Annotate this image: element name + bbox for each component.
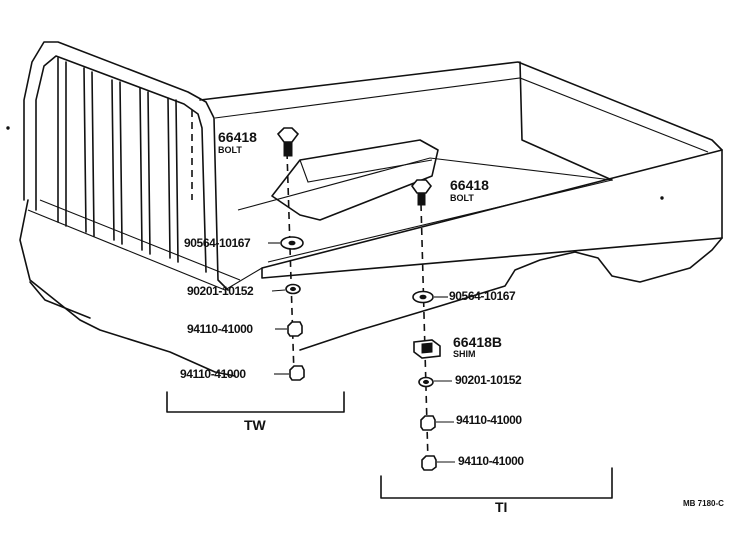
bed-right-corner [519, 61, 613, 181]
ti-lock-washer-part-number: 90201-10152 [455, 373, 522, 387]
ti-shim-part-number: 66418B [453, 334, 502, 350]
tw-centerline [286, 151, 295, 376]
bed-floor-line [237, 157, 613, 263]
bed-right-side [261, 149, 723, 279]
tw-nut-lower [289, 365, 305, 381]
tw-bolt [276, 127, 300, 157]
rack-outer-frame [23, 41, 229, 291]
tw-lock-washer-part-number: 90201-10152 [187, 284, 254, 298]
tw-nut-upper-part-number: 94110-41000 [187, 322, 253, 336]
tw-nut-upper [287, 321, 303, 337]
ti-shim [413, 339, 441, 359]
bed-left-side [19, 199, 236, 377]
ti-shim-label: SHIM [453, 349, 476, 359]
ti-nut-lower [421, 455, 437, 471]
speck [6, 126, 10, 130]
wheel-housing [271, 139, 439, 221]
bed-left-inner [27, 209, 263, 291]
ti-washer-part-number: 90564-10167 [449, 289, 516, 303]
wheel-housing-ridge [299, 159, 433, 183]
headboard-rack [23, 41, 229, 291]
ti-bolt-label: BOLT [450, 193, 474, 203]
ti-bolt-part-number: 66418 [450, 177, 489, 193]
rack-bars [57, 57, 179, 263]
ti-nut-upper-part-number: 94110-41000 [456, 413, 522, 427]
bed-right-lower [299, 237, 723, 351]
tw-bolt-part-number: 66418 [218, 129, 257, 145]
ti-nut-lower-part-number: 94110-41000 [458, 454, 524, 468]
tw-washer-part-number: 90564-10167 [184, 236, 251, 250]
tw-group-label: TW [244, 417, 267, 433]
tw-bracket [166, 391, 345, 413]
ti-nut-upper [420, 415, 436, 431]
truck-bed [6, 61, 723, 377]
ti-bracket [380, 467, 613, 499]
tw-nut-lower-part-number: 94110-41000 [180, 367, 246, 381]
speck [660, 196, 664, 200]
ti-bolt [410, 179, 433, 206]
tw-assembly: 66418 BOLT 90564-10167 90201-10152 94110… [166, 127, 345, 433]
bed-left-fender [29, 281, 91, 319]
bed-left-rim [39, 199, 241, 281]
tw-bolt-label: BOLT [218, 145, 242, 155]
rack-inner-frame [35, 55, 207, 273]
bed-front-wall [199, 61, 723, 239]
reference-code: MB 7180-C [683, 499, 724, 508]
ti-assembly: 66418 BOLT 90564-10167 66418B SHIM 90201… [380, 177, 613, 515]
ti-group-label: TI [495, 499, 507, 515]
